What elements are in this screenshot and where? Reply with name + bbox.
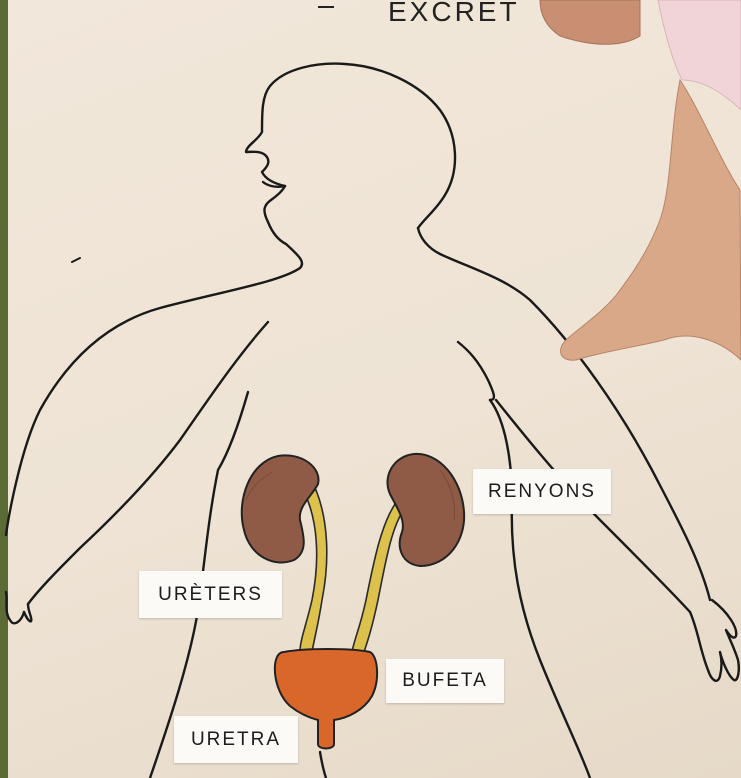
label-bladder: BUFETA xyxy=(386,659,504,703)
stray-mark xyxy=(72,258,80,262)
kidneys-cutout xyxy=(242,454,464,566)
pink-sleeve xyxy=(658,0,741,110)
poster-title: EXCRET xyxy=(388,0,520,26)
inner-leg xyxy=(320,752,326,778)
left-kidney xyxy=(242,455,319,562)
right-kidney xyxy=(387,454,464,566)
head-outline xyxy=(246,64,455,228)
table-edge xyxy=(0,0,8,778)
ureters-cutout xyxy=(300,490,408,652)
title-dash xyxy=(318,0,334,8)
left-ureter xyxy=(300,490,327,652)
left-hand xyxy=(6,592,24,623)
label-ureters: URÈTERS xyxy=(139,571,282,618)
right-arm-inner xyxy=(458,342,494,400)
left-arm-inner xyxy=(28,322,268,604)
top-hand xyxy=(540,0,640,44)
child-hand xyxy=(540,0,741,360)
label-urethra: URETRA xyxy=(174,716,298,763)
right-torso xyxy=(490,400,590,778)
label-kidneys: RENYONS xyxy=(473,469,611,514)
child-arm xyxy=(561,80,741,360)
right-hand xyxy=(690,600,739,681)
right-ureter xyxy=(352,500,408,652)
